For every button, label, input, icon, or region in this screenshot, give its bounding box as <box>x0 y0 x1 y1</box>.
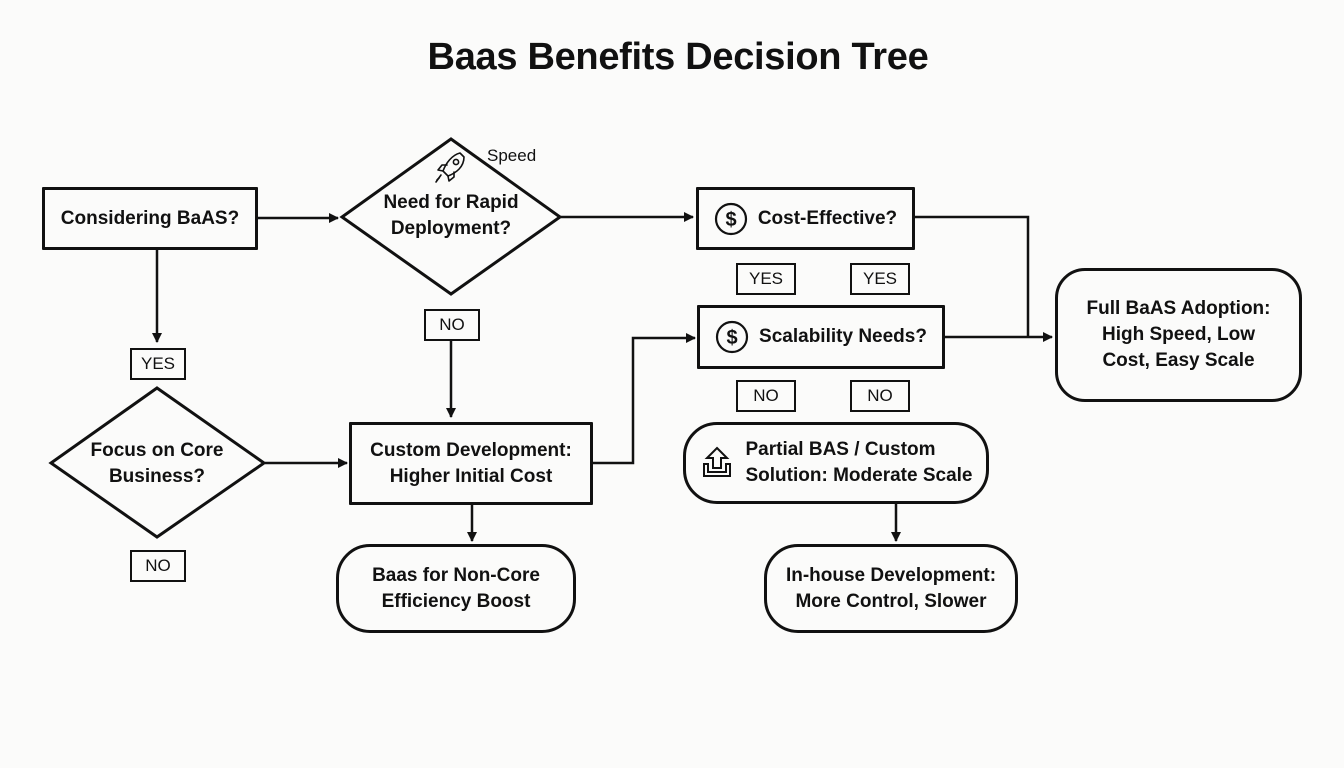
tag-no-rapid: NO <box>424 309 480 341</box>
label-line: Solution: Moderate Scale <box>745 465 973 486</box>
label-line: In-house Development: <box>785 564 997 586</box>
svg-text:$: $ <box>725 209 736 231</box>
upload-icon <box>700 446 734 480</box>
node-partial-bas[interactable]: Partial BAS / Custom Solution: Moderate … <box>683 422 989 504</box>
node-rapid-deployment-label: Need for Rapid Deployment? <box>362 188 540 244</box>
tag-no-scale-2: NO <box>850 380 910 412</box>
edge-custom-to-scalability <box>593 333 696 465</box>
node-cost-effective[interactable]: $ Cost-Effective? <box>696 187 915 250</box>
svg-text:$: $ <box>726 327 737 349</box>
node-label: Cost-Effective? <box>757 207 898 229</box>
node-inhouse-development[interactable]: In-house Development: More Control, Slow… <box>764 544 1018 633</box>
label-line: High Speed, Low <box>1101 324 1256 345</box>
edge-cost-to-full <box>915 215 1030 337</box>
label-line: Full BaAS Adoption: <box>1086 298 1271 319</box>
label-line: Cost, Easy Scale <box>1102 350 1255 371</box>
node-baas-non-core[interactable]: Baas for Non-Core Efficiency Boost <box>336 544 576 633</box>
label-line: Partial BAS / Custom <box>745 439 936 460</box>
tag-yes-core: YES <box>130 348 186 380</box>
node-label: Scalability Needs? <box>759 326 927 347</box>
tag-yes-cost-1: YES <box>736 263 796 295</box>
diagram-title: Baas Benefits Decision Tree <box>427 36 929 78</box>
label-line: Business? <box>108 466 206 487</box>
label-line: Focus on Core <box>90 440 224 461</box>
tag-yes-cost-2: YES <box>850 263 910 295</box>
speed-annotation: Speed <box>487 146 537 165</box>
node-label: Partial BAS / Custom Solution: Moderate … <box>746 437 973 489</box>
node-scalability-needs[interactable]: $ Scalability Needs? <box>697 305 945 369</box>
label-line: Baas for Non-Core <box>372 564 540 586</box>
tag-no-scale-1: NO <box>736 380 796 412</box>
label-line: Higher Initial Cost <box>389 465 553 487</box>
label-line: Deployment? <box>390 218 512 239</box>
label-line: More Control, Slower <box>795 590 987 612</box>
tag-no-core: NO <box>130 550 186 582</box>
dollar-circle-icon: $ <box>715 320 749 354</box>
label-line: Efficiency Boost <box>381 590 531 612</box>
node-considering-baas[interactable]: Considering BaAS? <box>42 187 258 250</box>
diamond-core-business[interactable] <box>48 386 267 539</box>
label-line: Need for Rapid <box>383 192 519 213</box>
label-line: Custom Development: <box>370 439 572 461</box>
rocket-icon <box>435 152 465 183</box>
dollar-circle-icon: $ <box>714 202 748 236</box>
node-label: Considering BaAS? <box>60 207 240 229</box>
node-custom-development[interactable]: Custom Development: Higher Initial Cost <box>349 422 593 505</box>
node-full-baas-adoption[interactable]: Full BaAS Adoption: High Speed, Low Cost… <box>1055 268 1302 402</box>
node-core-business-label: Focus on Core Business? <box>70 437 244 491</box>
diamond-rapid-deployment[interactable] <box>339 137 563 296</box>
